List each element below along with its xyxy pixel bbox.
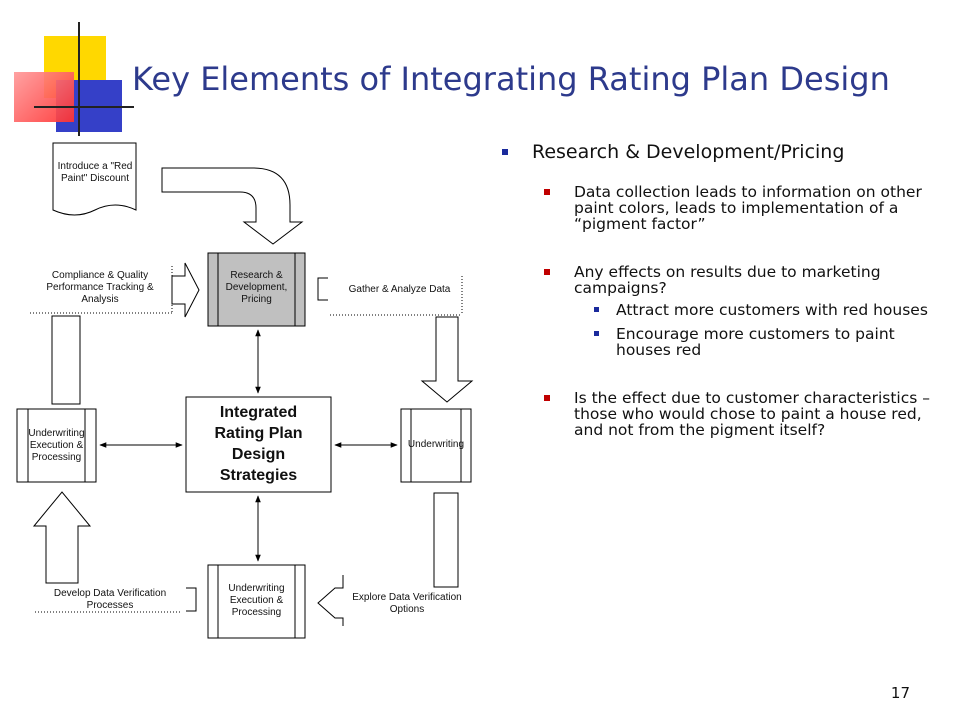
bullet-main: Research & Development/Pricing xyxy=(490,140,935,164)
slide-title: Key Elements of Integrating Rating Plan … xyxy=(132,60,890,98)
doc-note-label: Introduce a "Red Paint" Discount xyxy=(57,161,133,184)
left-up-arrow xyxy=(32,491,92,584)
right-uw-box xyxy=(400,408,472,483)
bullet-item2-sub2: Encourage more customers to paint houses… xyxy=(490,326,935,358)
deco-horizontal-line xyxy=(34,106,134,108)
center-box-label: Integrated Rating Plan Design Strategies xyxy=(214,404,303,484)
right-col-down xyxy=(433,492,459,588)
compliance-label: Compliance & Quality Performance Trackin… xyxy=(46,270,154,305)
develop-label: Develop Data Verification Processes xyxy=(53,588,167,611)
left-col-up xyxy=(51,315,81,405)
deco-red-square xyxy=(14,72,74,122)
center-box xyxy=(185,396,332,493)
bullet-item3: Is the effect due to customer characteri… xyxy=(490,390,935,438)
compliance-arrow xyxy=(171,262,200,318)
doc-note-shape xyxy=(52,142,137,216)
bullet-list: Research & Development/Pricing Data coll… xyxy=(490,140,935,470)
deco-vertical-line xyxy=(78,22,80,136)
bullet-item2: Any effects on results due to marketing … xyxy=(490,264,935,296)
rd-box xyxy=(207,252,306,327)
page-number: 17 xyxy=(890,684,910,702)
left-uw-box xyxy=(16,408,97,483)
left-box-label: Underwriting Execution & Processing xyxy=(28,428,85,463)
gather-label: Gather & Analyze Data xyxy=(348,284,451,295)
right-down-arrow xyxy=(420,316,474,403)
bullet-item2-sub1: Attract more customers with red houses xyxy=(490,302,935,318)
right-box-label: Underwriting xyxy=(407,439,465,450)
explore-arrow xyxy=(317,575,344,626)
bullet-item1: Data collection leads to information on … xyxy=(490,184,935,232)
rd-box-label: Research & Development, Pricing xyxy=(225,270,288,305)
develop-bracket xyxy=(186,587,197,612)
explore-label: Explore Data Verification Options xyxy=(352,592,462,615)
bottom-uw-box xyxy=(207,564,306,639)
bottom-box-label: Underwriting Execution & Processing xyxy=(228,583,285,618)
doc-to-rd-arrow xyxy=(161,167,304,245)
gather-bracket xyxy=(317,277,328,301)
